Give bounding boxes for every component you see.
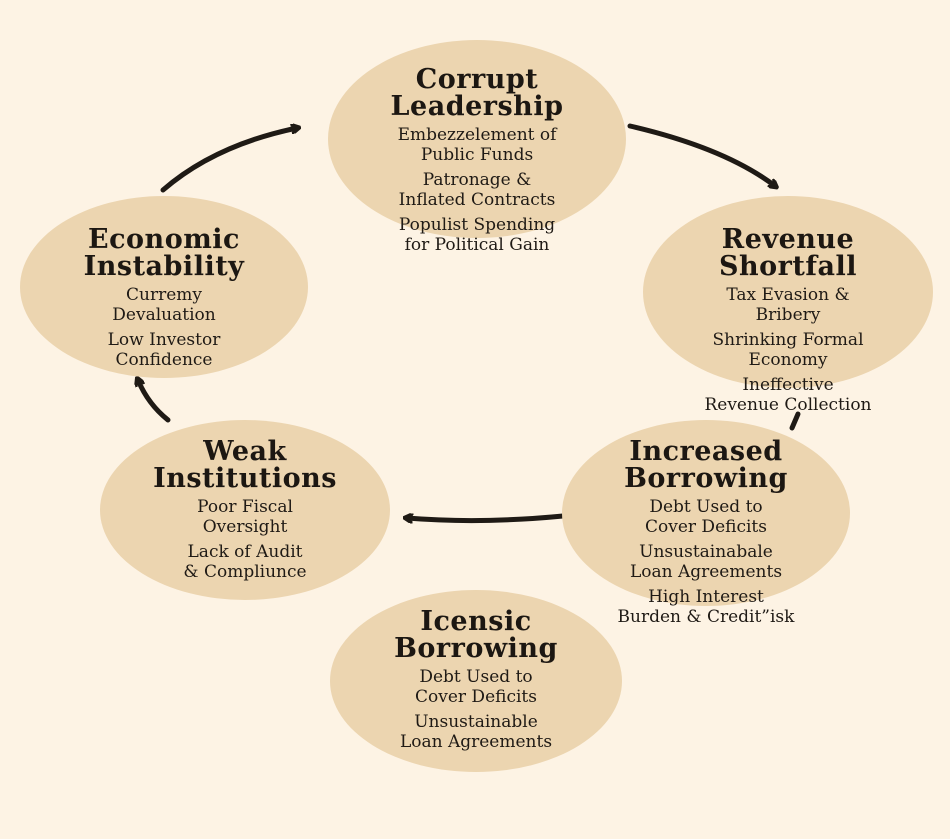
bullet-item: High Interest Burden & Credit”isk [562, 587, 850, 627]
bullet-line: Unsustainabale [639, 542, 773, 562]
arrow-revenue-to-borrowing [789, 411, 801, 431]
node-weak-institutions-text: Weak Institutions Poor Fiscal Oversight … [100, 438, 390, 582]
title-line: Weak [203, 436, 287, 467]
bullet-line: Loan Agreements [399, 732, 553, 752]
title-line: Borrowing [624, 463, 788, 494]
bullet-line: Tax Evasion & [726, 285, 850, 305]
bullet-line: & Compliunce [183, 562, 307, 582]
bullet-line: Devaluation [112, 305, 216, 325]
title-line: Shortfall [719, 251, 857, 282]
arrow-instability-to-leadership [160, 128, 297, 193]
bullet-item: Unsustainabale Loan Agreements [562, 542, 850, 582]
node-revenue-shortfall-text: Revenue Shortfall Tax Evasion & Bribery … [643, 226, 933, 415]
bullet-line: Cover Deficits [645, 517, 767, 537]
bullet-line: Inflated Contracts [398, 190, 556, 210]
bullet-item: Lack of Audit & Compliunce [100, 542, 390, 582]
node-revenue-shortfall [643, 196, 933, 388]
node-increased-borrowing-text: Increased Borrowing Debt Used to Cover D… [562, 438, 850, 627]
arrow-institutions-to-instability [138, 380, 171, 423]
node-icensic-borrowing [330, 590, 622, 772]
bullet-line: Revenue Collection [704, 395, 872, 415]
bullet-item: Shrinking Formal Economy [643, 330, 933, 370]
bullet-line: Curremy [126, 285, 202, 305]
arrow-leadership-to-revenue [627, 123, 775, 186]
title-line: Revenue [721, 224, 855, 255]
node-economic-instability-text: Economic Instability Curremy Devaluation… [20, 226, 308, 370]
title-line: Economic [88, 224, 240, 255]
bullet-item: Populist Spending for Political Gain [328, 215, 626, 255]
node-title: Icensic Borrowing [330, 608, 622, 662]
title-line: Increased [629, 436, 783, 467]
bullet-line: Loan Agreements [629, 562, 783, 582]
bullet-line: Unsustainable [414, 712, 538, 732]
node-title: Corrupt Leadership [328, 66, 626, 120]
bullet-line: Patronage & [422, 170, 532, 190]
bullet-line: Shrinking Formal [712, 330, 864, 350]
bullet-line: Lack of Audit [187, 542, 303, 562]
bullet-line: Low Investor [107, 330, 221, 350]
bullet-line: Poor Fiscal [197, 497, 293, 517]
node-icensic-borrowing-text: Icensic Borrowing Debt Used to Cover Def… [330, 608, 622, 752]
arrow-borrowing-to-institutions [407, 516, 566, 521]
node-corrupt-leadership [328, 40, 626, 238]
node-title: Economic Instability [20, 226, 308, 280]
title-line: Borrowing [394, 633, 558, 664]
bullet-line: Public Funds [420, 145, 534, 165]
bullet-item: Patronage & Inflated Contracts [328, 170, 626, 210]
bullet-line: Confidence [115, 350, 213, 370]
bullet-item: Debt Used to Cover Deficits [330, 667, 622, 707]
bullet-item: Unsustainable Loan Agreements [330, 712, 622, 752]
node-title: Increased Borrowing [562, 438, 850, 492]
bullet-line: Cover Deficits [415, 687, 537, 707]
title-line: Institutions [153, 463, 337, 494]
node-title: Weak Institutions [100, 438, 390, 492]
title-line: Leadership [390, 91, 564, 122]
bullet-item: Curremy Devaluation [20, 285, 308, 325]
node-economic-instability [20, 196, 308, 378]
bullet-line: Economy [748, 350, 828, 370]
bullet-item: Embezzelement of Public Funds [328, 125, 626, 165]
bullet-line: Populist Spending [398, 215, 556, 235]
node-title: Revenue Shortfall [643, 226, 933, 280]
bullet-line: Burden & Credit”isk [617, 607, 795, 627]
bullet-line: High Interest [648, 587, 764, 607]
node-increased-borrowing [562, 420, 850, 606]
bullet-item: Low Investor Confidence [20, 330, 308, 370]
title-line: Icensic [420, 606, 532, 637]
bullet-line: Debt Used to [419, 667, 533, 687]
bullet-line: Bribery [755, 305, 821, 325]
node-corrupt-leadership-text: Corrupt Leadership Embezzelement of Publ… [328, 66, 626, 255]
bullet-item: Poor Fiscal Oversight [100, 497, 390, 537]
bullet-line: Embezzelement of [397, 125, 557, 145]
bullet-item: Tax Evasion & Bribery [643, 285, 933, 325]
title-line: Corrupt [415, 64, 539, 95]
bullet-line: Ineffective [742, 375, 834, 395]
bullet-item: Debt Used to Cover Deficits [562, 497, 850, 537]
bullet-item: Ineffective Revenue Collection [643, 375, 933, 415]
title-line: Instability [83, 251, 245, 282]
bullet-line: Oversight [202, 517, 288, 537]
node-weak-institutions [100, 420, 390, 600]
bullet-line: for Political Gain [404, 235, 550, 255]
bullet-line: Debt Used to [649, 497, 763, 517]
